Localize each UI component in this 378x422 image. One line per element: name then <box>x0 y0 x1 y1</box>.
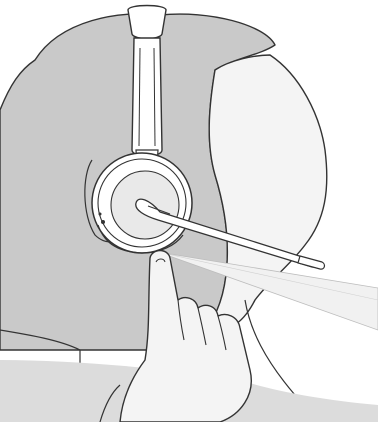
earcup-dot <box>99 213 102 216</box>
headband-arm <box>132 38 162 156</box>
mic-tip <box>298 256 324 269</box>
headband-top-tab <box>128 6 166 39</box>
earcup-dot <box>101 220 105 224</box>
